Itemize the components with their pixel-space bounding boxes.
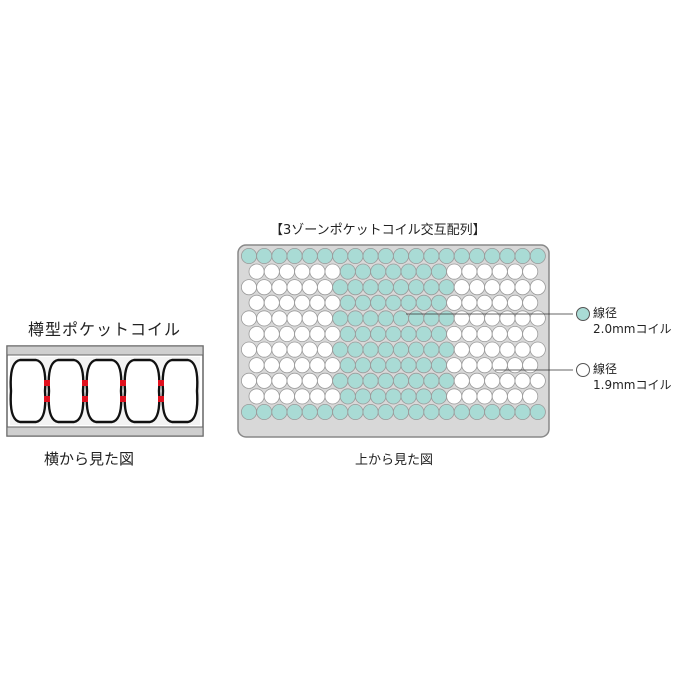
side-coil	[123, 358, 161, 424]
coil-cell-2mm	[529, 248, 546, 264]
coil-joint	[158, 380, 164, 386]
coil-cell-19mm	[522, 326, 539, 343]
side-view-diagram	[6, 345, 204, 437]
side-coil	[85, 358, 123, 424]
coil-joint	[120, 396, 126, 402]
coil-cell-19mm	[529, 341, 546, 358]
coil-cell-19mm	[522, 294, 539, 311]
coil-joint	[44, 380, 50, 386]
top-view-title: 【3ゾーンポケットコイル交互配列】	[270, 223, 486, 238]
coil-cell-19mm	[529, 372, 546, 389]
coil-grid	[241, 248, 546, 420]
side-frame-top	[6, 345, 204, 356]
legend-2mm-line1: 線径	[593, 306, 618, 320]
coil-joint	[120, 380, 126, 386]
legend-item-2mm: 線径 2.0mmコイル	[593, 305, 671, 337]
coil-joint	[82, 380, 88, 386]
top-view-diagram	[237, 244, 550, 438]
side-frame-bottom	[6, 426, 204, 437]
legend-19mm-line2: 1.9mmコイル	[593, 378, 672, 392]
legend-2mm-line2: 2.0mmコイル	[593, 322, 672, 336]
coil-cell-2mm	[529, 403, 546, 420]
side-coils	[9, 358, 199, 424]
legend-swatch-2mm	[576, 307, 590, 321]
coil-cell-19mm	[529, 279, 546, 296]
coil-cell-19mm	[529, 310, 546, 327]
coil-joint	[44, 396, 50, 402]
coil-joint	[82, 396, 88, 402]
coil-cell-19mm	[522, 263, 539, 280]
legend-19mm-line1: 線径	[593, 362, 618, 376]
coil-joint	[158, 396, 164, 402]
side-view-caption: 横から見た図	[44, 450, 135, 468]
side-coil	[9, 358, 47, 424]
coil-cell-19mm	[522, 357, 539, 374]
legend-swatch-19mm	[576, 363, 590, 377]
legend-item-19mm: 線径 1.9mmコイル	[593, 361, 671, 393]
side-view-title: 樽型ポケットコイル	[28, 320, 182, 339]
top-view-caption: 上から見た図	[355, 453, 434, 468]
side-coil	[47, 358, 85, 424]
side-coil	[161, 358, 199, 424]
coil-cell-19mm	[522, 388, 539, 405]
